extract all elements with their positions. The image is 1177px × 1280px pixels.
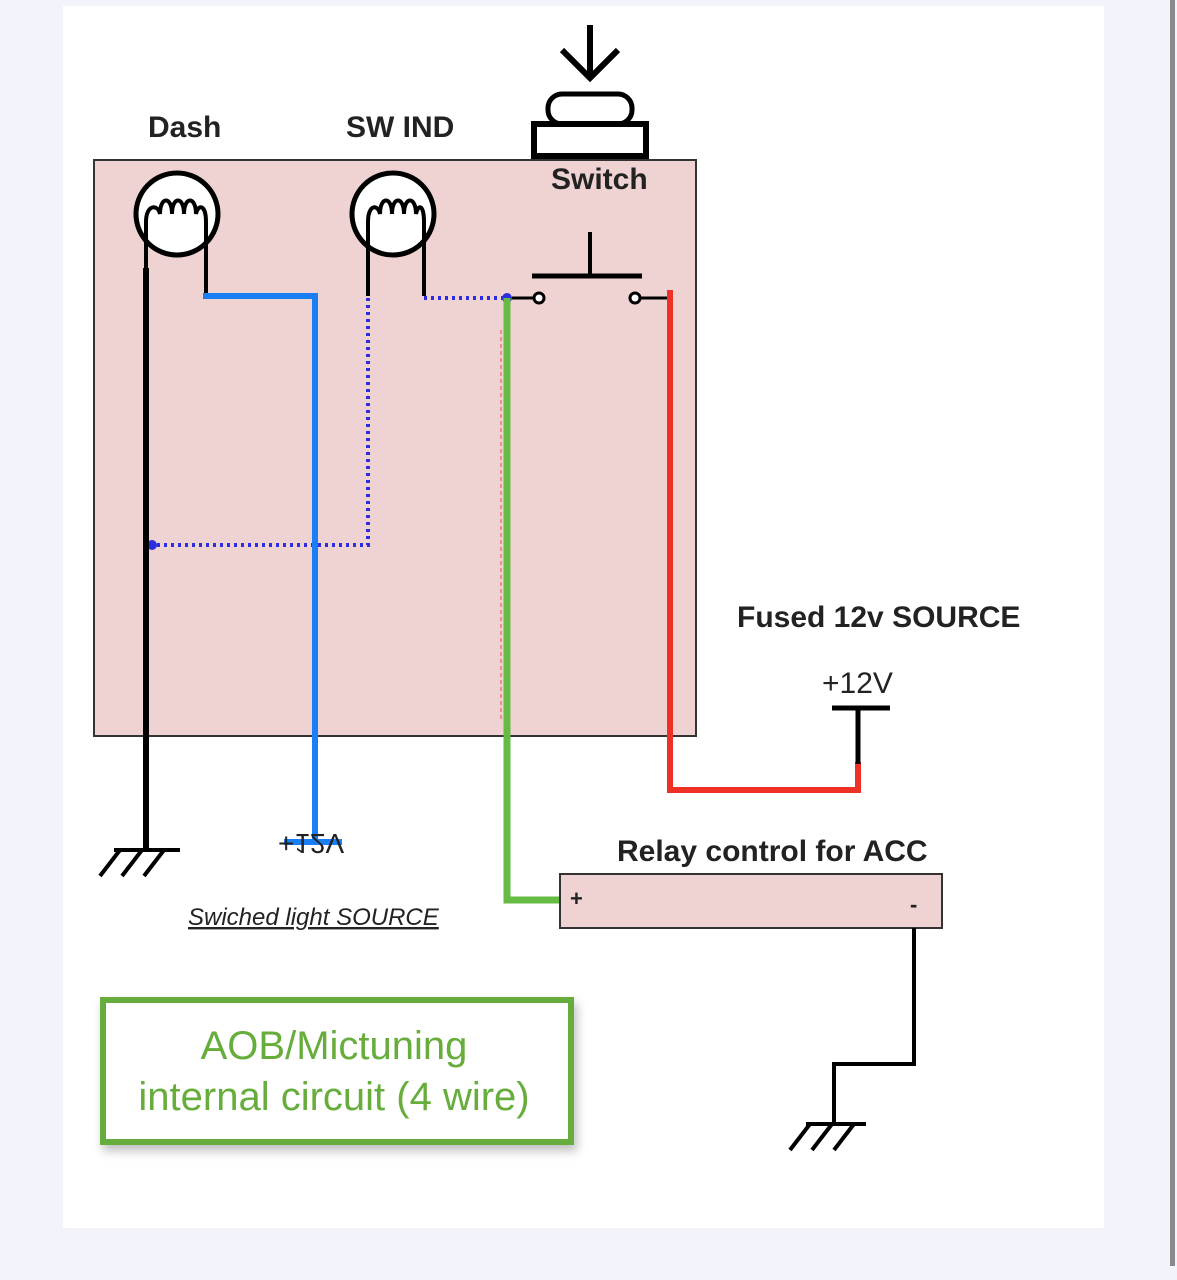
relay-block (559, 873, 943, 929)
push-button-icon (531, 25, 649, 159)
sw-ind-label: SW IND (346, 111, 454, 144)
fused-12v-wire (667, 290, 861, 793)
plus-12v-mirrored-label: +12V (278, 828, 344, 859)
dash-lamp-icon (133, 170, 221, 296)
ground-symbol-icon (98, 848, 180, 878)
fused-source-label: Fused 12v SOURCE (737, 601, 1020, 634)
switched-light-wire (203, 293, 318, 842)
legend-box (100, 997, 574, 1145)
relay-ground-wire (832, 928, 916, 1124)
switched-light-source-label: Swiched light SOURCE (188, 904, 440, 931)
relay-control-wire (503, 298, 560, 904)
plus-12v-terminal-icon (832, 705, 890, 764)
sw-ind-lamp-icon (349, 170, 437, 296)
switch-contacts-icon (512, 232, 668, 305)
relay-plus-label: + (570, 886, 583, 911)
relay-minus-label: - (910, 892, 917, 917)
dash-label: Dash (148, 111, 221, 144)
switch-label: Switch (551, 163, 648, 196)
legend-line-2: internal circuit (4 wire) (138, 1075, 529, 1119)
ground-symbol-icon (788, 1122, 866, 1152)
plus-12v-label: +12V (822, 667, 893, 700)
relay-title-label: Relay control for ACC (617, 835, 928, 868)
junction-dot (147, 540, 157, 550)
window-edge (1170, 0, 1175, 1266)
legend-line-1: AOB/Mictuning (201, 1024, 468, 1068)
indicator-dotted-wire (152, 296, 507, 547)
